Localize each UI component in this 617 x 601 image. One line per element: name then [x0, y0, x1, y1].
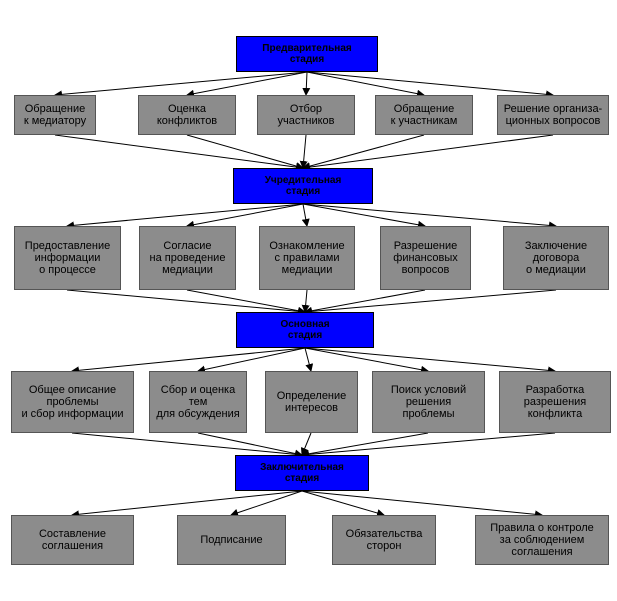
- step-box: Обязательства сторон: [332, 515, 436, 565]
- connector-arrow: [301, 490, 385, 517]
- step-label: Общее описание проблемы и сбор информаци…: [21, 384, 124, 420]
- connector-arrow: [186, 203, 304, 229]
- step-label: Правила о контроле за соблюдением соглаш…: [490, 522, 594, 558]
- step-box: Согласие на проведение медиации: [139, 226, 236, 290]
- step-box: Предоставление информации о процессе: [14, 226, 121, 290]
- step-box: Сбор и оценка тем для обсуждения: [149, 371, 247, 433]
- step-label: Разработка разрешения конфликта: [523, 384, 587, 420]
- stage-main-label: Основная стадия: [280, 319, 330, 341]
- stage-constituent: Учредительная стадия: [233, 168, 373, 204]
- connector-arrow: [230, 490, 303, 517]
- step-box: Определение интересов: [265, 371, 358, 433]
- stage-final: Заключительная стадия: [235, 455, 369, 491]
- connector-arrow: [71, 432, 303, 459]
- connector-arrow: [304, 347, 314, 372]
- connector-arrow: [66, 289, 306, 316]
- connector-arrow: [301, 432, 429, 458]
- step-label: Сбор и оценка тем для обсуждения: [156, 384, 240, 420]
- step-box: Решение организа- ционных вопросов: [497, 95, 609, 135]
- connector-arrow: [306, 71, 554, 99]
- connector-arrow: [71, 347, 306, 375]
- connector-arrow: [304, 347, 556, 375]
- connector-arrow: [186, 289, 306, 315]
- step-box: Ознакомление с правилами медиации: [259, 226, 355, 290]
- stage-main: Основная стадия: [236, 312, 374, 348]
- stage-preliminary: Предварительная стадия: [236, 36, 378, 72]
- connector-arrow: [197, 347, 306, 374]
- connector-arrow: [186, 71, 308, 98]
- connector-arrow: [304, 347, 429, 374]
- connector-arrow: [301, 289, 310, 313]
- step-label: Решение организа- ционных вопросов: [503, 103, 603, 127]
- step-label: Заключение договора о медиации: [524, 240, 588, 276]
- connector-arrow: [301, 490, 543, 519]
- stage-final-label: Заключительная стадия: [260, 462, 344, 484]
- step-box: Обращение к медиатору: [14, 95, 96, 135]
- connector-arrow: [299, 134, 308, 169]
- connector-arrow: [304, 289, 557, 316]
- stage-constituent-label: Учредительная стадия: [264, 175, 342, 197]
- step-box: Отбор участников: [257, 95, 355, 135]
- connector-arrow: [302, 203, 426, 229]
- step-label: Отбор участников: [277, 103, 335, 127]
- connector-arrow: [197, 432, 303, 458]
- connector-arrow: [306, 71, 425, 98]
- stage-preliminary-label: Предварительная стадия: [262, 43, 352, 65]
- connector-arrow: [304, 289, 426, 315]
- step-label: Разрешение финансовых вопросов: [393, 240, 458, 276]
- step-box: Заключение договора о медиации: [503, 226, 609, 290]
- connector-arrow: [54, 71, 308, 99]
- step-label: Поиск условий решения проблемы: [390, 384, 467, 420]
- connector-arrow: [66, 203, 304, 230]
- connector-arrow: [302, 203, 557, 230]
- connector-arrow: [301, 432, 556, 459]
- step-label: Оценка конфликтов: [156, 103, 218, 127]
- step-box: Общее описание проблемы и сбор информаци…: [11, 371, 134, 433]
- step-label: Обязательства сторон: [345, 528, 423, 552]
- step-label: Обращение к медиатору: [23, 103, 87, 127]
- step-box: Поиск условий решения проблемы: [372, 371, 485, 433]
- connector-arrow: [300, 432, 312, 456]
- step-label: Предоставление информации о процессе: [24, 240, 111, 276]
- connector-arrow: [302, 134, 554, 172]
- connector-arrow: [71, 490, 303, 519]
- step-label: Согласие на проведение медиации: [149, 240, 226, 276]
- step-label: Обращение к участникам: [390, 103, 458, 127]
- connector-arrow: [186, 134, 304, 170]
- connector-arrow: [301, 203, 310, 227]
- step-box: Разрешение финансовых вопросов: [380, 226, 471, 290]
- step-box: Подписание: [177, 515, 286, 565]
- step-label: Подписание: [200, 534, 263, 546]
- connector-arrow: [54, 134, 304, 172]
- connector-arrow: [302, 71, 311, 96]
- connector-arrow: [302, 134, 425, 171]
- step-box: Разработка разрешения конфликта: [499, 371, 611, 433]
- step-label: Определение интересов: [276, 390, 347, 414]
- step-box: Правила о контроле за соблюдением соглаш…: [475, 515, 609, 565]
- step-box: Оценка конфликтов: [138, 95, 236, 135]
- step-box: Обращение к участникам: [375, 95, 473, 135]
- step-label: Составление соглашения: [38, 528, 107, 552]
- step-label: Ознакомление с правилами медиации: [269, 240, 345, 276]
- step-box: Составление соглашения: [11, 515, 134, 565]
